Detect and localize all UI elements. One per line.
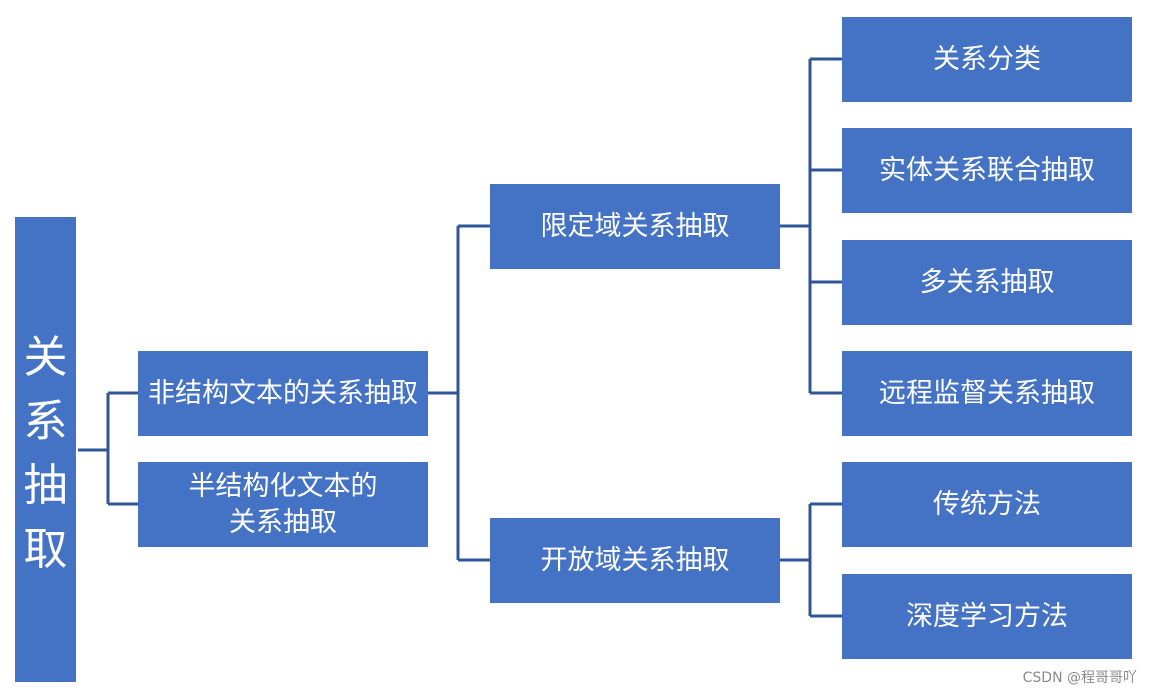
node-open-domain-extraction: 开放域关系抽取 bbox=[490, 518, 780, 603]
node-multi-relation-extraction: 多关系抽取 bbox=[842, 240, 1132, 325]
node-unstructured-text-extraction: 非结构文本的关系抽取 bbox=[138, 351, 428, 436]
node-relation-classification: 关系分类 bbox=[842, 17, 1132, 102]
root-node: 关 系 抽 取 bbox=[15, 217, 76, 682]
watermark: CSDN @程哥哥吖 bbox=[1022, 670, 1137, 686]
node-deep-learning-methods: 深度学习方法 bbox=[842, 574, 1132, 659]
node-joint-entity-relation-extraction: 实体关系联合抽取 bbox=[842, 128, 1132, 213]
node-closed-domain-extraction: 限定域关系抽取 bbox=[490, 184, 780, 269]
node-traditional-methods: 传统方法 bbox=[842, 462, 1132, 547]
node-distant-supervision-extraction: 远程监督关系抽取 bbox=[842, 351, 1132, 436]
node-semistructured-text-extraction: 半结构化文本的 关系抽取 bbox=[138, 462, 428, 547]
